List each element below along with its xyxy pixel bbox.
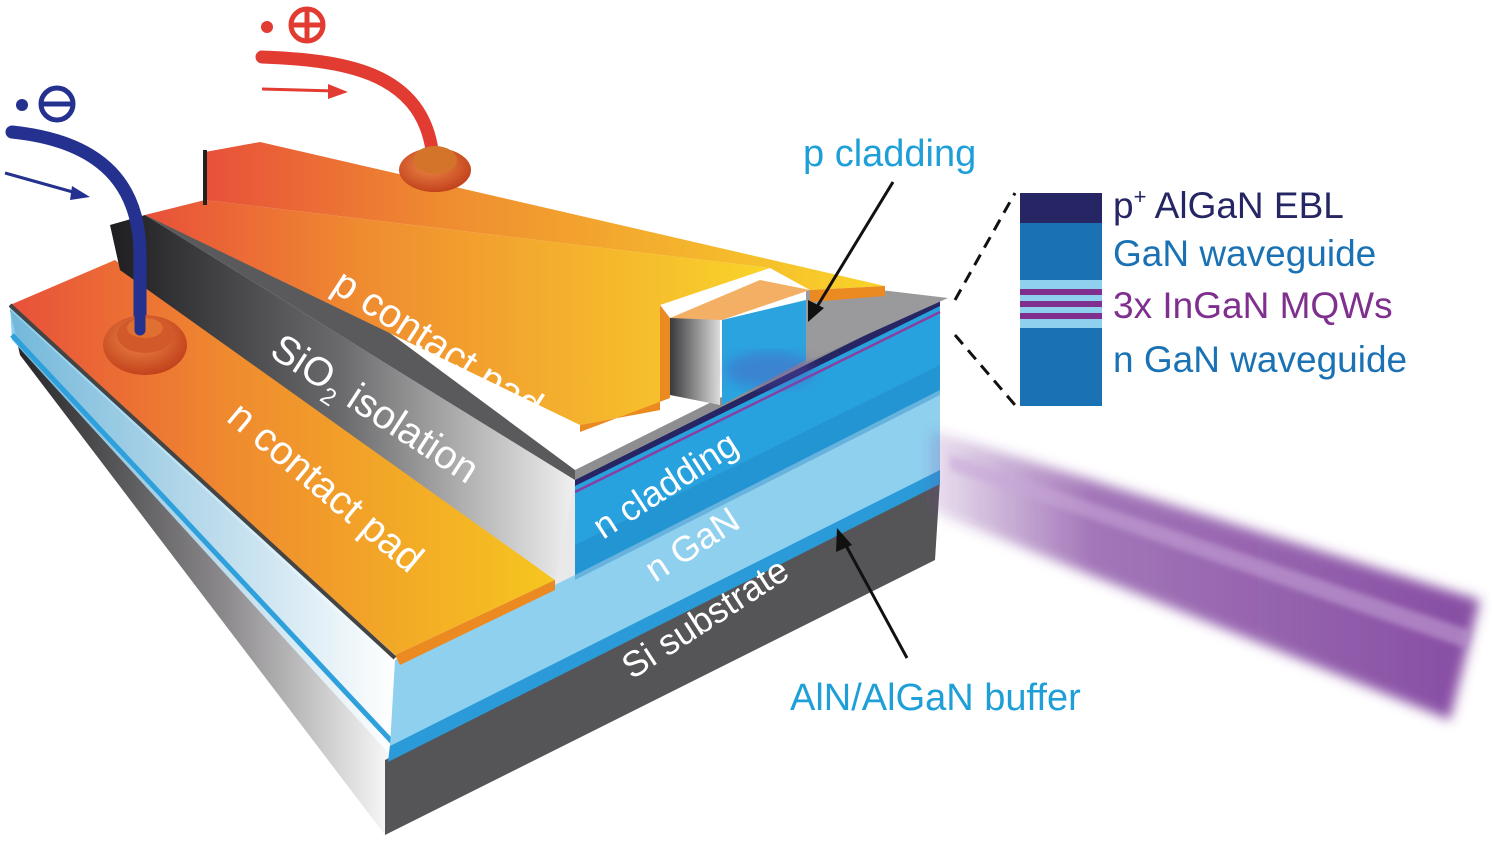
ebl-layer xyxy=(1020,193,1102,223)
n-cladding-front xyxy=(575,300,940,575)
positive-dot-icon xyxy=(261,21,273,33)
si-substrate-front xyxy=(385,480,940,835)
gan-left-face xyxy=(10,305,395,760)
buffer-left-edge xyxy=(10,333,397,747)
p-shelf xyxy=(806,290,948,362)
negative-dot-icon xyxy=(16,99,28,111)
p-contact-pad-front-edge xyxy=(580,305,670,432)
optical-mode-glow xyxy=(725,352,815,388)
layer-label-gan-waveguide: GaN waveguide xyxy=(1113,233,1376,274)
quantum-well-3 xyxy=(1020,313,1102,319)
laser-beam xyxy=(930,430,1480,720)
negative-wire xyxy=(5,125,147,337)
layer-label-mqws: 3x InGaN MQWs xyxy=(1113,285,1393,326)
positive-wire xyxy=(255,50,439,157)
n-gan-waveguide-layer xyxy=(1020,328,1102,406)
sio2-trench-floor xyxy=(145,200,575,480)
mqw-stripe xyxy=(574,310,941,494)
quantum-well-1 xyxy=(1020,289,1102,295)
layer-label-n-gan-waveguide: n GaN waveguide xyxy=(1113,339,1407,380)
quantum-well-2 xyxy=(1020,301,1102,307)
sio2-isolation xyxy=(110,215,575,580)
n-contact-pad-edge xyxy=(395,580,555,665)
ridge-left-wall xyxy=(670,312,720,405)
layer-stack-inset xyxy=(953,192,1102,406)
buffer-arrow xyxy=(836,528,909,659)
minus-circle-icon xyxy=(38,85,76,123)
gan-waveguide-layer xyxy=(1020,223,1102,280)
buffer-front xyxy=(388,468,940,762)
n-pad-shadow-edge xyxy=(8,303,397,660)
layer-label-ebl: p+ AlGaN EBL xyxy=(1113,184,1344,226)
p-contact-pad-top xyxy=(145,200,770,425)
buffer-callout: AlN/AlGaN buffer xyxy=(790,677,1081,719)
p-contact-pad-upper xyxy=(205,142,885,290)
electron-flow-arrow xyxy=(4,171,90,200)
n-gan-upper-band xyxy=(575,365,940,580)
p-bond-pad xyxy=(399,146,471,192)
ebl-stripe xyxy=(575,298,940,486)
hole-flow-arrow xyxy=(261,84,348,99)
zoom-line-top xyxy=(953,192,1017,301)
zoom-line-bottom xyxy=(953,334,1017,406)
p-cladding-arrow xyxy=(808,181,895,322)
positive-terminal xyxy=(261,6,326,44)
p-cladding-callout: p cladding xyxy=(803,133,976,175)
n-bond-pad xyxy=(103,315,187,375)
ridge-top xyxy=(670,280,810,320)
n-gan-front xyxy=(390,385,940,746)
negative-terminal xyxy=(16,85,76,123)
mesa-top-lip xyxy=(575,298,940,480)
